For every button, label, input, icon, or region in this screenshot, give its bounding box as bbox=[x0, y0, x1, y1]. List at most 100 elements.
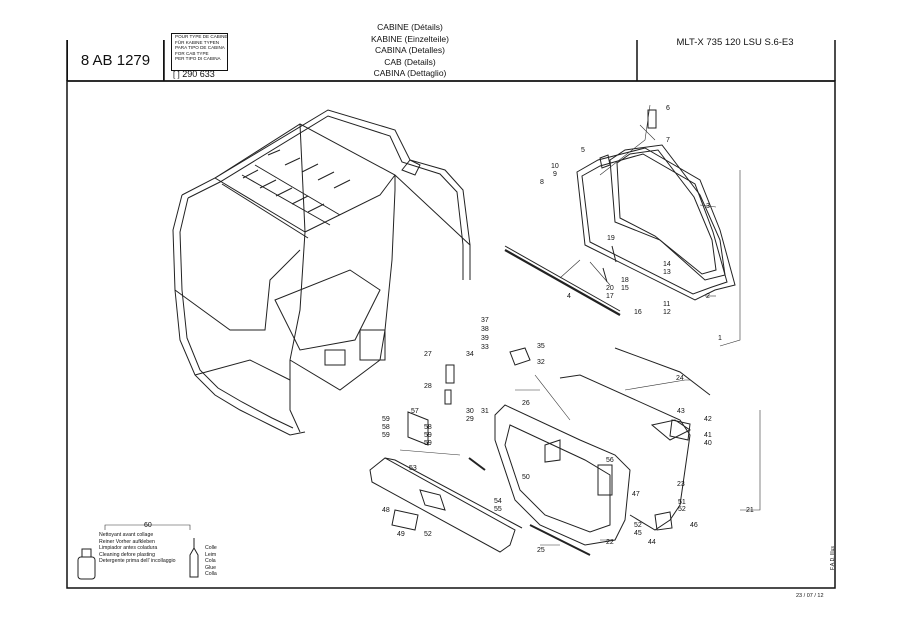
glue-line: Glue bbox=[205, 564, 216, 571]
callout-41: 41 bbox=[704, 432, 712, 439]
cleaner-line: Nettoyant avant collage bbox=[99, 532, 154, 538]
callout-2: 2 bbox=[706, 293, 710, 300]
glue-note: Colle Leim Cola Glue Colla bbox=[205, 545, 217, 578]
callout-47: 47 bbox=[632, 491, 640, 498]
title-en: CAB (Details) bbox=[384, 56, 436, 67]
studio-credit: F.A.D. Illus bbox=[830, 546, 836, 570]
cleaner-line: Reiner Vorher aufkleben bbox=[99, 538, 155, 545]
bracket-icon: [ ] bbox=[173, 70, 180, 79]
callout-10: 10 bbox=[551, 163, 559, 170]
cleaner-line: Limpiador antes coladura bbox=[99, 545, 158, 552]
callout-11: 11 bbox=[663, 301, 670, 308]
title-es: CABINA (Detalles) bbox=[375, 45, 445, 56]
callout-58: 58 bbox=[424, 424, 432, 431]
callout-52: 52 bbox=[424, 531, 432, 538]
callout-40: 40 bbox=[704, 440, 712, 447]
callout-8: 8 bbox=[540, 179, 544, 186]
callout-20: 20 bbox=[606, 285, 614, 292]
callout-51: 51 bbox=[678, 499, 686, 506]
callout-44: 44 bbox=[648, 539, 656, 546]
cleaner-note: Nettoyant avant collage Reiner Vorher au… bbox=[77, 532, 176, 565]
window-illustration bbox=[504, 144, 736, 316]
callout-14: 14 bbox=[663, 261, 671, 268]
callout-34: 34 bbox=[466, 351, 474, 358]
callout-32: 32 bbox=[537, 359, 545, 366]
callout-19: 19 bbox=[607, 235, 615, 242]
callout-30: 30 bbox=[466, 408, 474, 415]
title-block: CABINE (Détails) KABINE (Einzelteile) CA… bbox=[300, 22, 520, 80]
cab-frame-illustration bbox=[172, 109, 471, 436]
callout-52: 52 bbox=[634, 522, 642, 529]
callout-42: 42 bbox=[704, 416, 712, 423]
callout-57: 57 bbox=[411, 408, 419, 415]
title-de: KABINE (Einzelteile) bbox=[371, 33, 449, 44]
door-illustration bbox=[494, 347, 711, 556]
callout-58: 58 bbox=[382, 424, 390, 431]
callout-numbers: 6 7 5 10 9 8 3 19 14 13 18 15 20 17 11 1… bbox=[144, 105, 754, 554]
callout-53: 53 bbox=[409, 465, 417, 472]
callout-23: 23 bbox=[677, 481, 685, 488]
callout-6: 6 bbox=[666, 105, 670, 112]
cab-type-box: POUR TYPE DE CABINE FÜR KABINE TYPEN PAR… bbox=[171, 33, 228, 71]
callout-16: 16 bbox=[634, 309, 642, 316]
beam-illustration bbox=[369, 457, 523, 553]
callout-59: 59 bbox=[382, 416, 390, 423]
type-label: POUR TYPE DE CABINE bbox=[175, 34, 228, 39]
callout-60: 60 bbox=[144, 522, 152, 529]
callout-56: 56 bbox=[606, 457, 614, 464]
glue-line: Colla bbox=[205, 571, 217, 578]
cab-type-number: [ ] 290 633 bbox=[173, 69, 215, 79]
callout-38: 38 bbox=[481, 326, 489, 333]
reference-number: 8 AB 1279 bbox=[80, 52, 151, 69]
cleaner-line: Detergente prima dell' incollaggio bbox=[99, 558, 176, 565]
callout-54: 54 bbox=[494, 498, 502, 505]
callout-7: 7 bbox=[666, 137, 670, 144]
callout-59: 59 bbox=[382, 432, 390, 439]
callout-29: 29 bbox=[466, 416, 474, 423]
callout-5: 5 bbox=[581, 147, 585, 154]
callout-12: 12 bbox=[663, 309, 671, 316]
glue-line: Colle bbox=[205, 545, 217, 551]
callout-3: 3 bbox=[706, 203, 710, 210]
callout-59: 59 bbox=[424, 432, 432, 439]
callout-17: 17 bbox=[606, 293, 614, 300]
leader-lines bbox=[104, 104, 761, 546]
small-parts-illustration bbox=[407, 109, 691, 531]
callout-15: 15 bbox=[621, 285, 629, 292]
callout-49: 49 bbox=[397, 531, 405, 538]
drawing-border bbox=[66, 80, 836, 589]
callout-22: 22 bbox=[606, 539, 614, 546]
callout-48: 48 bbox=[382, 507, 390, 514]
callout-4: 4 bbox=[567, 293, 571, 300]
type-label: FÜR KABINE TYPEN bbox=[175, 39, 220, 45]
callout-43: 43 bbox=[677, 408, 685, 415]
drawing-date: 23 / 07 / 12 bbox=[796, 593, 824, 599]
callout-13: 13 bbox=[663, 269, 671, 276]
callout-1: 1 bbox=[718, 335, 722, 342]
model-name: MLT-X 735 120 LSU S.6-E3 bbox=[676, 37, 794, 48]
glue-line: Leim bbox=[205, 551, 217, 558]
callout-24: 24 bbox=[676, 375, 684, 382]
callout-31: 31 bbox=[481, 408, 489, 415]
callout-33: 33 bbox=[481, 344, 489, 351]
callout-37: 37 bbox=[481, 317, 489, 324]
callout-45: 45 bbox=[634, 530, 642, 537]
callout-25: 25 bbox=[537, 547, 545, 554]
callout-18: 18 bbox=[621, 277, 629, 284]
callout-27: 27 bbox=[424, 351, 432, 358]
title-fr: CABINE (Détails) bbox=[377, 22, 443, 32]
callout-46: 46 bbox=[690, 522, 698, 529]
callout-55: 55 bbox=[494, 506, 502, 513]
callout-26: 26 bbox=[522, 400, 530, 407]
callout-28: 28 bbox=[424, 383, 432, 390]
glue-line: Cola bbox=[205, 558, 216, 565]
callout-59: 59 bbox=[424, 440, 432, 447]
callout-21: 21 bbox=[746, 507, 754, 514]
callout-50: 50 bbox=[522, 474, 530, 481]
callout-35: 35 bbox=[537, 343, 545, 350]
type-number: 290 633 bbox=[182, 69, 215, 79]
callout-39: 39 bbox=[481, 335, 489, 342]
callout-9: 9 bbox=[553, 171, 557, 178]
type-label: FOR CAB TYPE bbox=[175, 50, 209, 56]
glue-bottles-icon bbox=[77, 538, 199, 580]
